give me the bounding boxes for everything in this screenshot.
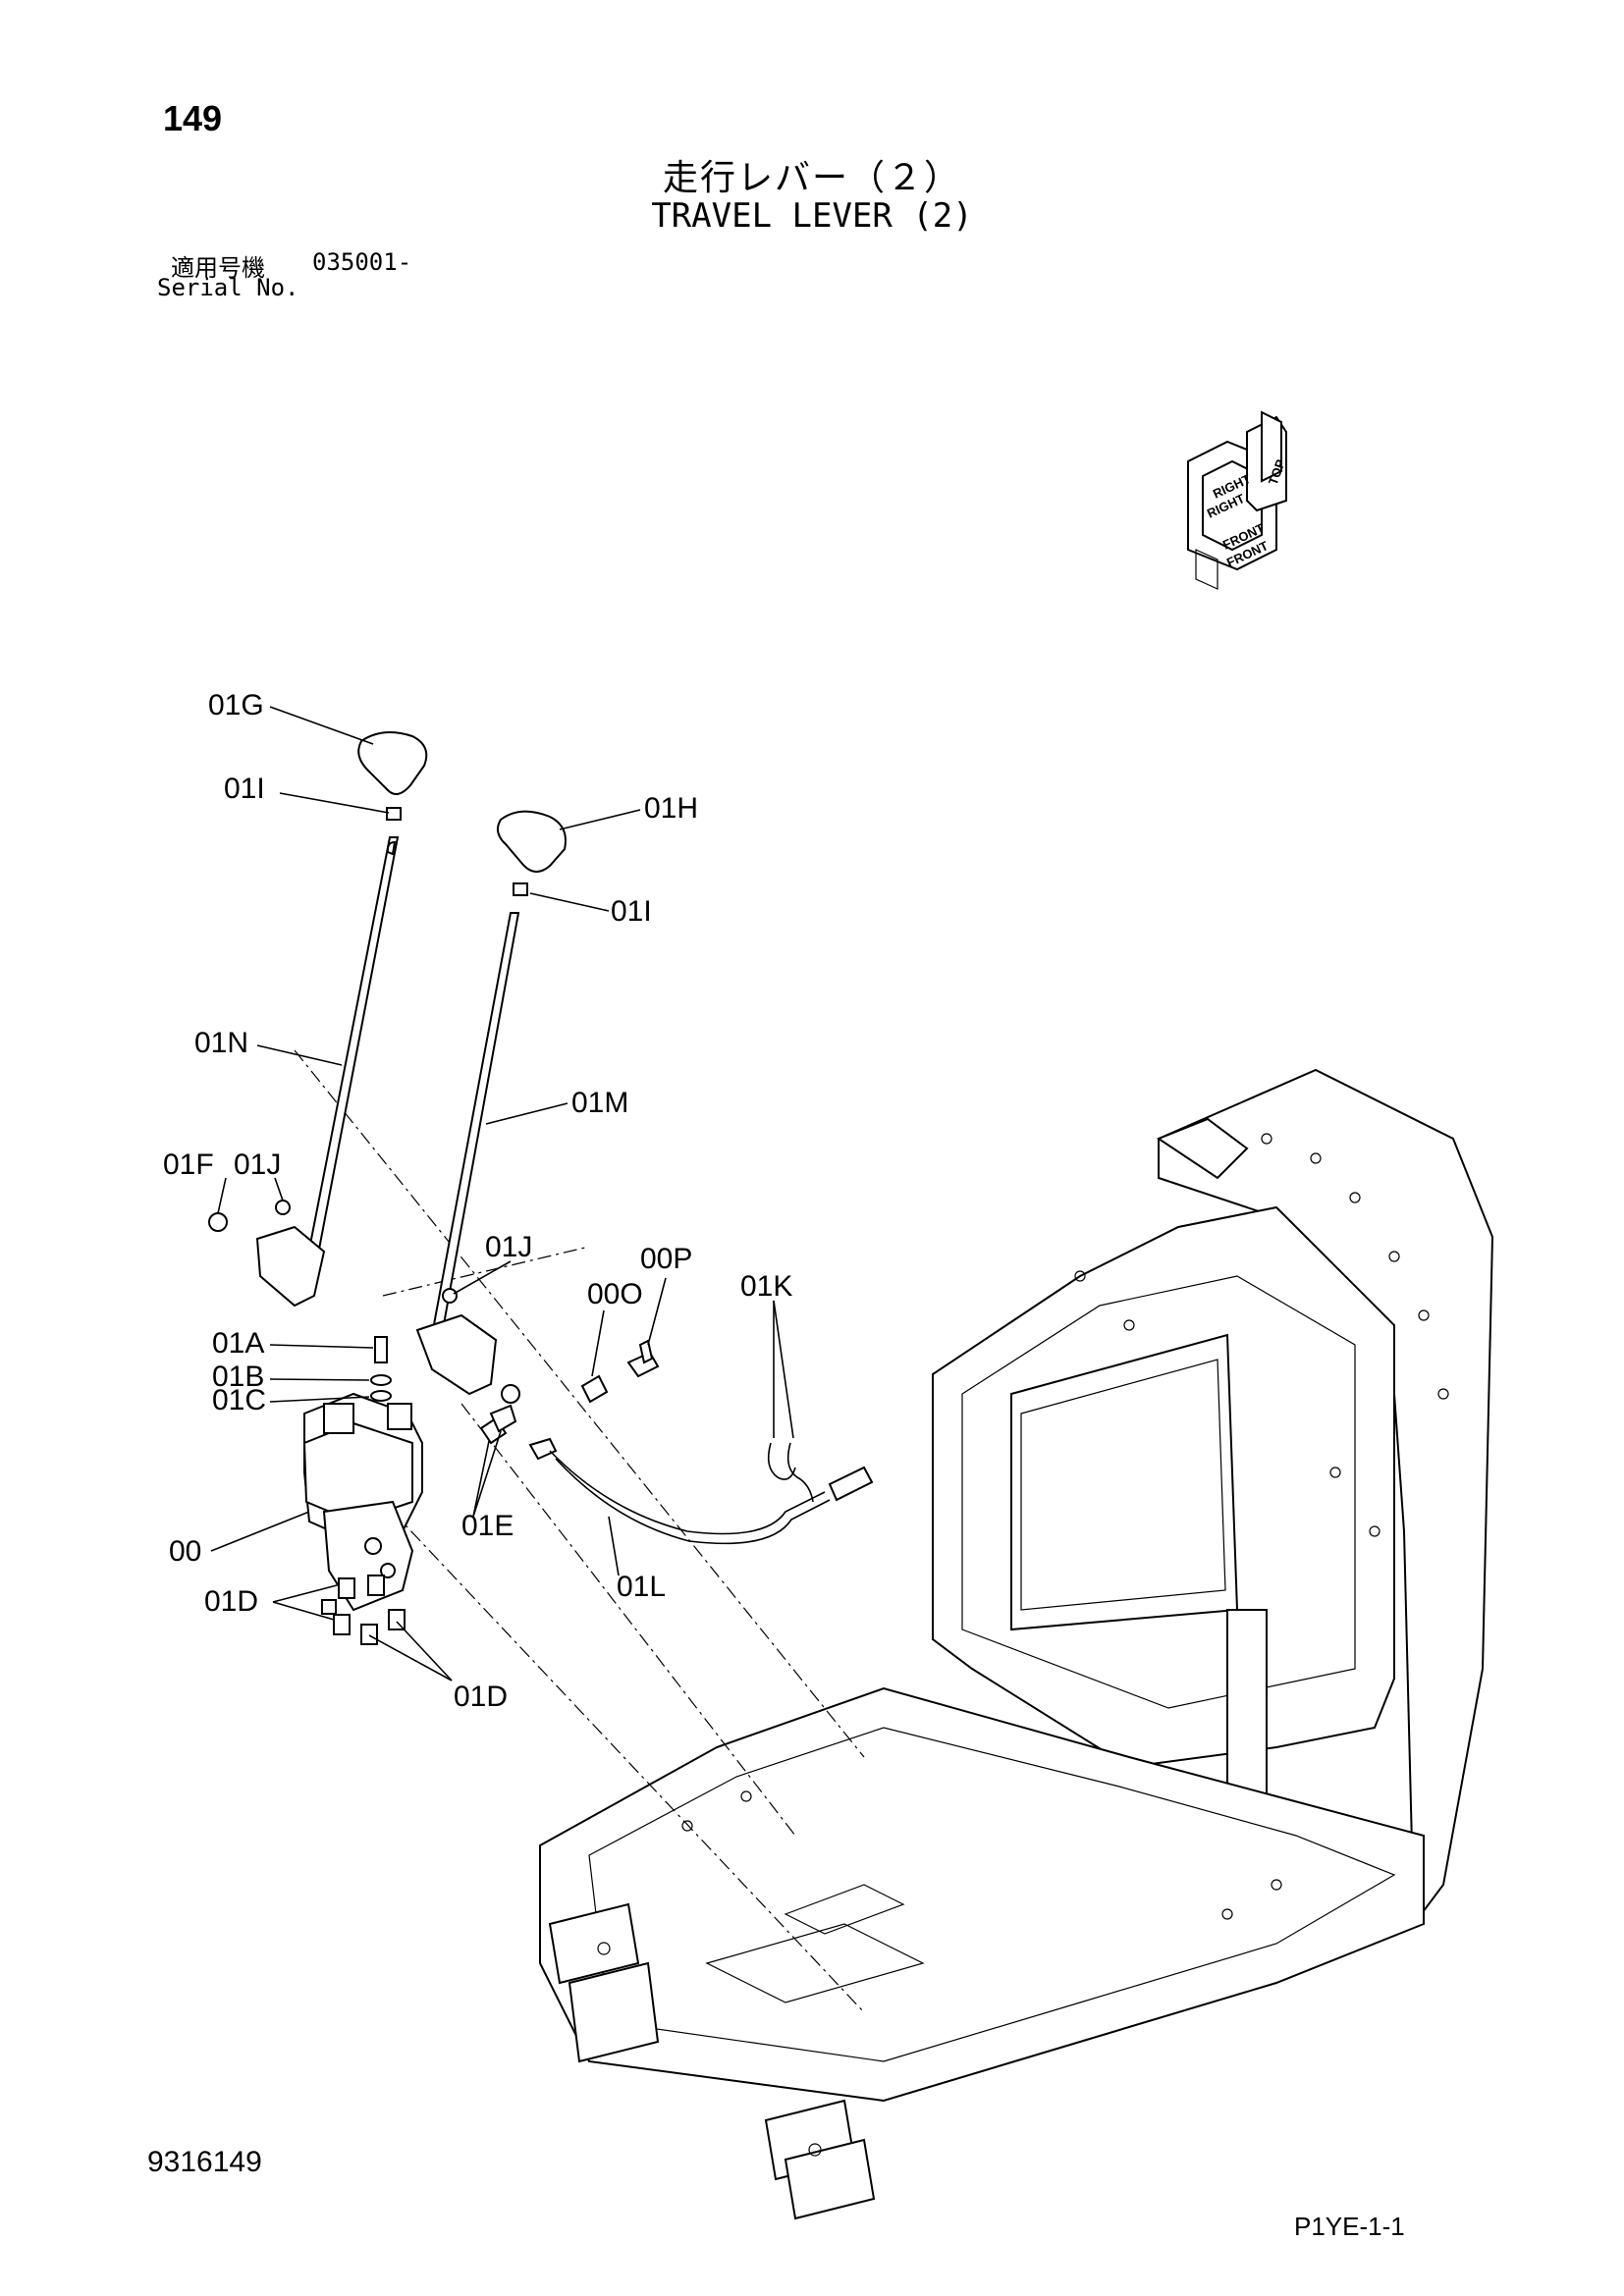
leader-lines	[210, 706, 794, 1682]
callout-01K: 01K	[740, 1270, 792, 1303]
callout-01H: 01H	[644, 792, 698, 825]
title-japanese: 走行レバー（２）	[662, 158, 961, 198]
callout-00P: 00P	[640, 1243, 692, 1275]
callout-01M: 01M	[571, 1087, 628, 1119]
serial-label-english: Serial No.	[157, 274, 299, 301]
centre-lines	[294, 1049, 865, 2013]
callout-01E: 01E	[461, 1510, 514, 1542]
callout-01J-right: 01J	[485, 1231, 532, 1263]
callout-01J-left: 01J	[234, 1148, 281, 1181]
serial-label-japanese: 適用号機	[171, 254, 265, 282]
callout-01C: 01C	[212, 1384, 266, 1416]
callout-01G: 01G	[208, 689, 264, 721]
page-number: 149	[163, 98, 223, 138]
callout-01F: 01F	[163, 1148, 214, 1181]
pilot-valve-00	[302, 1336, 423, 1612]
callout-01I-lower: 01I	[611, 895, 652, 928]
fittings-01D	[321, 1575, 406, 1645]
document-number: 9316149	[147, 2146, 262, 2178]
orientation-indicator: RIGHT FRONT TOP RIGHT FRONT	[1187, 410, 1288, 590]
callout-01I-upper: 01I	[224, 773, 265, 805]
callout-01D-upper: 01D	[204, 1585, 258, 1618]
lever-01M	[415, 810, 567, 1404]
lever-01N	[208, 731, 428, 1308]
callout-01A: 01A	[212, 1327, 264, 1360]
callout-01N: 01N	[194, 1027, 248, 1059]
callout-labels: 01G 01I 01H 01I 01N 01M 01F 01J 01J 00P …	[163, 689, 792, 1713]
title-english: TRAVEL LEVER (2)	[651, 196, 973, 236]
callout-00O: 00O	[587, 1278, 643, 1310]
page-code: P1YE-1-1	[1294, 2212, 1405, 2241]
hose-01L	[528, 1437, 874, 1545]
fittings-01E-00O-00P	[479, 1339, 660, 1445]
callout-01B: 01B	[212, 1361, 264, 1393]
serial-number-value: 035001-	[312, 248, 412, 276]
callout-00: 00	[169, 1535, 201, 1568]
callout-01L: 01L	[617, 1571, 666, 1603]
callout-01D-lower: 01D	[454, 1681, 508, 1713]
